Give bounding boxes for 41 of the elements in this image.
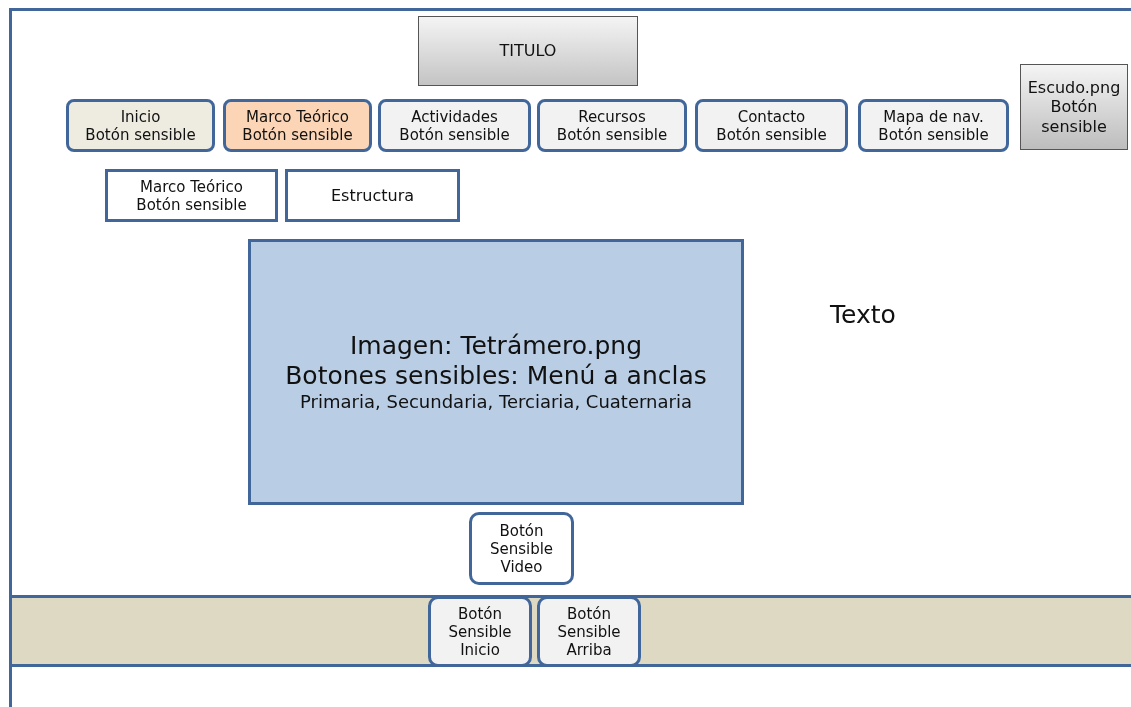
box-caption: Botón sensible	[85, 125, 196, 144]
box-caption: Botones sensibles: Menú a anclas	[285, 361, 707, 392]
page-frame	[9, 8, 1131, 707]
box-heading: Botón Sensible Inicio	[447, 604, 513, 659]
nav-button-box	[223, 99, 372, 152]
box-heading: Contacto	[737, 107, 806, 126]
box-caption: Botón sensible	[136, 195, 247, 214]
box-heading: Marco Teórico	[246, 107, 349, 126]
box-heading: Botón Sensible Arriba	[556, 604, 622, 659]
box-heading: Estructura	[331, 185, 414, 206]
box-caption: Botón sensible	[716, 125, 827, 144]
box-heading: Mapa de nav.	[883, 107, 984, 126]
box-caption: Botón sensible	[556, 125, 668, 144]
nav-button-box	[378, 99, 531, 152]
placeholder-text: Texto	[830, 300, 896, 329]
submenu-box	[105, 169, 278, 222]
nav-button-box	[537, 99, 687, 152]
box-caption: Botón sensible	[242, 125, 353, 144]
box-heading: Actividades	[411, 107, 498, 126]
footer-button-box	[428, 596, 532, 667]
box-heading: Imagen: Tetrámero.png	[349, 331, 643, 362]
nav-button-box	[66, 99, 215, 152]
footer-button-box	[537, 596, 641, 667]
image-placeholder-box	[248, 239, 744, 505]
video-button-box	[469, 512, 574, 585]
nav-button-box	[695, 99, 848, 152]
box-caption: Primaria, Secundaria, Terciaria, Cuaternaria	[300, 391, 692, 413]
box-heading: TITULO	[499, 41, 557, 61]
box-heading: Escudo.png	[1027, 78, 1121, 98]
box-caption: Botón sensible	[399, 125, 510, 144]
submenu-box	[285, 169, 460, 222]
box-heading: Marco Teórico	[140, 177, 243, 196]
box-heading: Inicio	[120, 107, 161, 126]
footer-band	[12, 595, 1131, 667]
box-caption: Botón sensible	[878, 125, 989, 144]
title-box	[418, 16, 638, 86]
nav-button-box	[858, 99, 1009, 152]
box-heading: Recursos	[578, 107, 646, 126]
box-heading: Botón Sensible Video	[488, 521, 555, 576]
image-button-box	[1020, 64, 1128, 150]
box-caption: Botón sensible	[1040, 97, 1108, 136]
